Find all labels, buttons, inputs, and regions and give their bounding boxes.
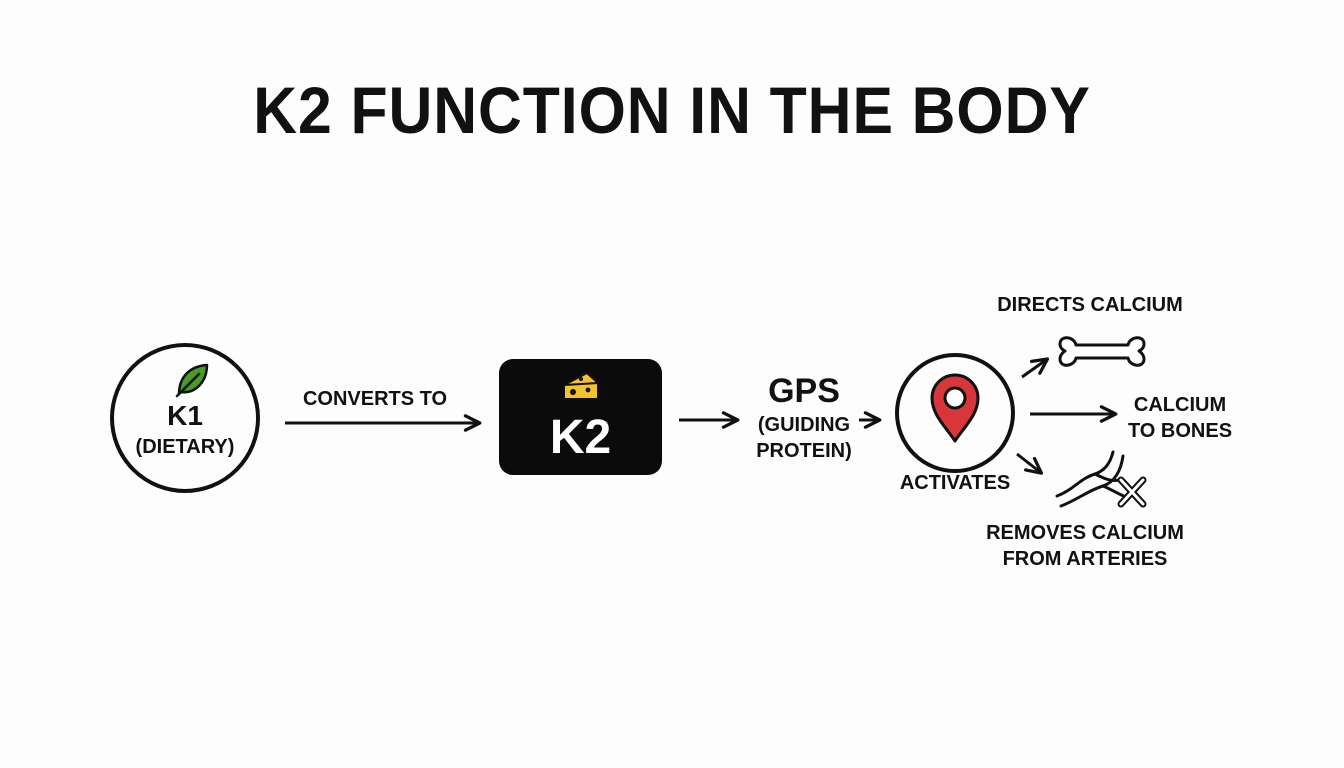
- k2-label: K2: [549, 411, 612, 464]
- location-pin-icon: [930, 373, 980, 443]
- artery-icon: [1055, 450, 1147, 508]
- k1-label: K1: [167, 400, 203, 431]
- diagram-title: K2 FUNCTION IN THE BODY: [253, 73, 1091, 147]
- cheese-icon: [563, 372, 599, 400]
- gps-label: GPS: [768, 372, 840, 410]
- bone-icon: [1058, 336, 1146, 367]
- removes-calcium-line1: REMOVES CALCIUM: [986, 522, 1184, 544]
- activator-node: [895, 353, 1015, 473]
- directs-calcium-label: DIRECTS CALCIUM: [997, 294, 1183, 316]
- removes-calcium-line2: FROM ARTERIES: [1002, 548, 1168, 570]
- converts-to-label: CONVERTS TO: [302, 388, 448, 410]
- k1-node: [110, 343, 260, 493]
- gps-line1: (GUIDING: [757, 414, 851, 436]
- activates-label: ACTIVATES: [899, 472, 1011, 494]
- gps-line2: PROTEIN): [756, 440, 852, 462]
- arrow-to-directs: [1021, 357, 1050, 379]
- arrow-to-arteries: [1016, 452, 1044, 475]
- calcium-bones-line1: CALCIUM: [1133, 394, 1227, 416]
- k1-sublabel: (DIETARY): [135, 436, 235, 458]
- calcium-bones-line2: TO BONES: [1127, 420, 1233, 442]
- leaf-icon: [175, 363, 209, 398]
